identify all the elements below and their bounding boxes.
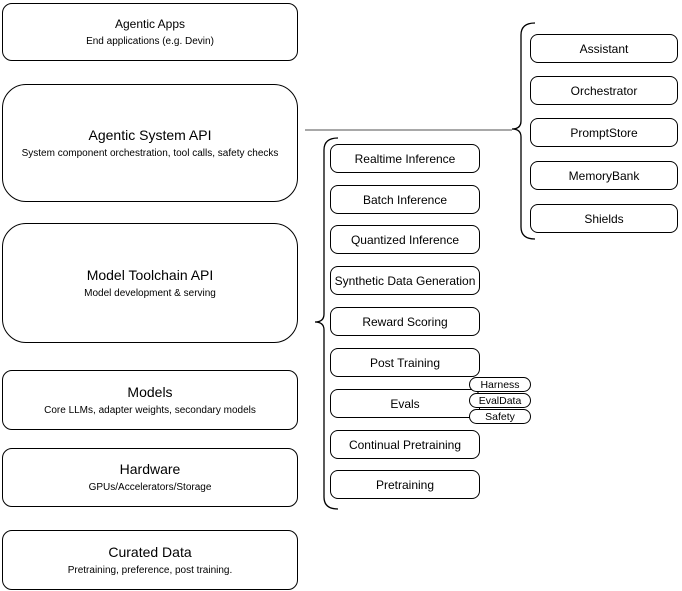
layer-box-models: Models Core LLMs, adapter weights, secon…	[2, 370, 298, 430]
layer-box-model-toolchain-api: Model Toolchain API Model development & …	[2, 223, 298, 343]
layer-subtitle: System component orchestration, tool cal…	[21, 147, 279, 159]
layer-box-agentic-system-api: Agentic System API System component orch…	[2, 84, 298, 202]
layer-box-curated-data: Curated Data Pretraining, preference, po…	[2, 530, 298, 590]
component-box-promptstore: PromptStore	[530, 118, 678, 147]
service-label: Realtime Inference	[354, 151, 456, 166]
service-box-synthetic-data-generation: Synthetic Data Generation	[330, 266, 480, 295]
service-box-reward-scoring: Reward Scoring	[330, 307, 480, 336]
layer-subtitle: Pretraining, preference, post training.	[67, 564, 233, 576]
system-components-brace	[511, 22, 536, 240]
component-label: MemoryBank	[568, 168, 640, 183]
component-box-orchestrator: Orchestrator	[530, 76, 678, 105]
layer-subtitle: Model development & serving	[84, 287, 216, 299]
service-label: Synthetic Data Generation	[334, 273, 476, 288]
layer-box-hardware: Hardware GPUs/Accelerators/Storage	[2, 448, 298, 507]
layer-subtitle: GPUs/Accelerators/Storage	[88, 482, 212, 493]
layer-title: Model Toolchain API	[86, 266, 214, 283]
service-label: Evals	[390, 396, 420, 411]
eval-tag-harness: Harness	[469, 377, 531, 392]
layer-title: Hardware	[119, 461, 181, 477]
component-label: Orchestrator	[570, 83, 638, 98]
eval-tag-label: Harness	[480, 378, 520, 391]
service-box-batch-inference: Batch Inference	[330, 185, 480, 214]
component-box-shields: Shields	[530, 204, 678, 233]
layer-title: Agentic Apps	[114, 16, 186, 31]
eval-tag-safety: Safety	[469, 409, 531, 424]
component-label: Shields	[584, 211, 624, 226]
service-label: Quantized Inference	[350, 232, 460, 247]
service-box-continual-pretraining: Continual Pretraining	[330, 430, 480, 459]
component-box-memorybank: MemoryBank	[530, 161, 678, 190]
component-box-assistant: Assistant	[530, 34, 678, 63]
service-label: Batch Inference	[362, 192, 448, 207]
eval-tag-evaldata: EvalData	[469, 393, 531, 408]
layer-title: Agentic System API	[88, 126, 212, 143]
service-label: Post Training	[369, 355, 441, 370]
layer-title: Curated Data	[108, 543, 192, 560]
layer-title: Models	[127, 383, 173, 400]
component-label: Assistant	[579, 41, 629, 56]
component-label: PromptStore	[570, 125, 638, 140]
toolchain-services-brace	[314, 137, 339, 510]
service-box-post-training: Post Training	[330, 348, 480, 377]
service-box-pretraining: Pretraining	[330, 470, 480, 499]
service-label: Reward Scoring	[362, 314, 448, 329]
eval-tag-label: EvalData	[478, 394, 522, 407]
layer-box-agentic-apps: Agentic Apps End applications (e.g. Devi…	[2, 3, 298, 61]
layer-subtitle: End applications (e.g. Devin)	[86, 35, 214, 47]
service-box-evals: Evals	[330, 389, 480, 418]
eval-tag-label: Safety	[485, 410, 515, 423]
service-label: Continual Pretraining	[348, 437, 462, 452]
service-box-quantized-inference: Quantized Inference	[330, 225, 480, 254]
layer-subtitle: Core LLMs, adapter weights, secondary mo…	[44, 404, 256, 416]
service-box-realtime-inference: Realtime Inference	[330, 144, 480, 173]
service-label: Pretraining	[375, 477, 435, 492]
